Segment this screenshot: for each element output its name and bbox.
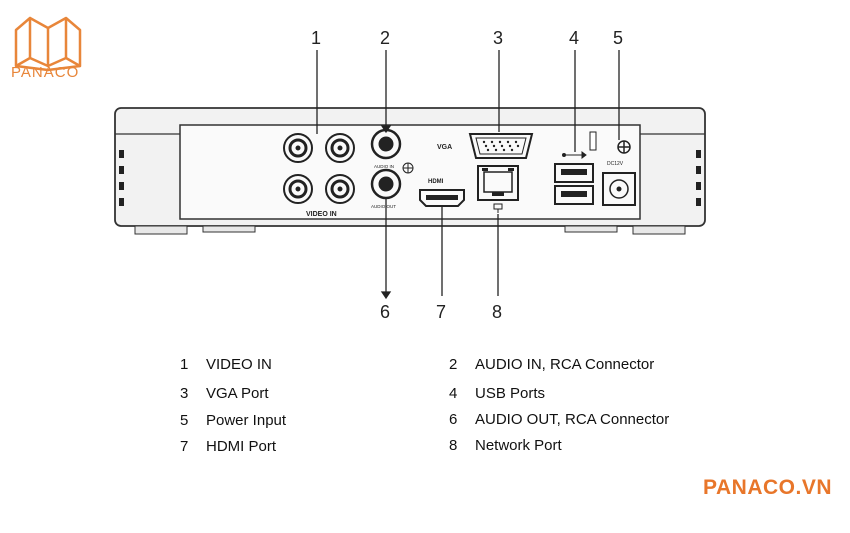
audio-connectors: [370, 128, 402, 200]
callout-1: 1: [311, 28, 322, 48]
callout-7: 7: [436, 302, 447, 322]
power-ground-icon: [617, 140, 631, 154]
power-label: DC12V: [607, 161, 624, 167]
video-in-connectors: [283, 133, 355, 204]
audio-out-label: AUDIO OUT: [371, 204, 396, 209]
usb-ports: [554, 163, 594, 205]
site-url: PANACO.VN: [703, 476, 832, 499]
hdmi-label: HDMI: [428, 179, 444, 185]
audio-in-label: AUDIO IN: [374, 164, 394, 169]
ground-icon: [402, 162, 414, 174]
vga-label: VGA: [437, 144, 452, 151]
usb-icon: [562, 151, 587, 159]
callout-5: 5: [613, 28, 624, 48]
video-in-label: VIDEO IN: [306, 211, 337, 218]
power-input-jack: [602, 172, 636, 206]
slider-switch: [589, 131, 597, 151]
network-port: [477, 165, 519, 201]
callout-lines: [316, 50, 620, 300]
callout-6: 6: [380, 302, 391, 322]
callout-8: 8: [492, 302, 503, 322]
panaco-logo-icon: [14, 16, 82, 72]
dvr-rear-panel-diagram: VIDEO IN AUDIO IN AUDIO OUT VGA HDMI: [114, 50, 706, 300]
vga-port: [468, 133, 534, 159]
callout-3: 3: [493, 28, 504, 48]
hdmi-port: [419, 189, 465, 207]
logo-text: PANACO: [11, 64, 80, 81]
callout-4: 4: [569, 28, 580, 48]
chassis: [114, 107, 706, 235]
callout-2: 2: [380, 28, 391, 48]
network-icon: [493, 203, 503, 213]
